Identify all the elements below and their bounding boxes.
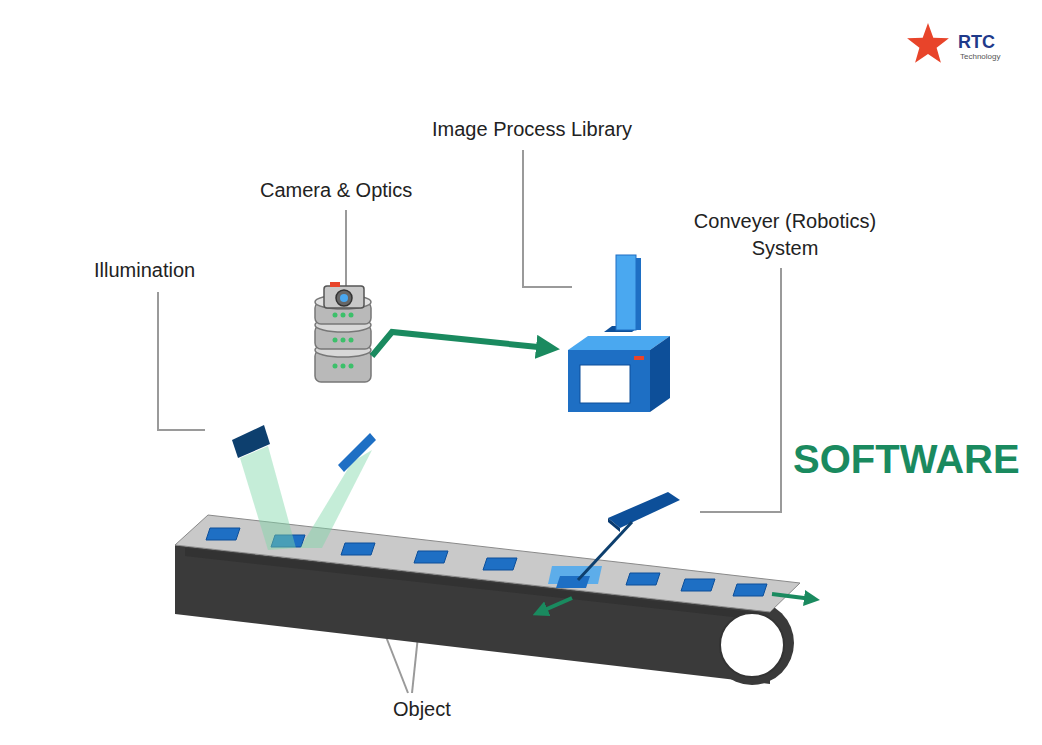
component-label: Illumination	[94, 257, 195, 284]
logo-star	[907, 23, 949, 63]
component-label: Conveyer (Robotics) System	[682, 208, 888, 262]
camera-stack	[315, 282, 371, 382]
logo-subtitle: Technology	[960, 52, 1000, 63]
data-arrow	[372, 332, 548, 356]
component-label: Camera & Optics	[260, 177, 412, 204]
illumination	[232, 425, 376, 550]
leader-lines	[158, 150, 781, 693]
component-label: Object	[393, 696, 451, 723]
component-label: Image Process Library	[432, 116, 632, 143]
flow-arrow	[772, 594, 812, 599]
robotic-pusher	[578, 492, 680, 580]
processing-unit	[568, 255, 670, 412]
logo-name: RTC	[958, 30, 995, 54]
push-arrow	[540, 598, 572, 612]
section-heading: SOFTWARE	[793, 432, 1020, 486]
picked-object	[556, 576, 590, 588]
